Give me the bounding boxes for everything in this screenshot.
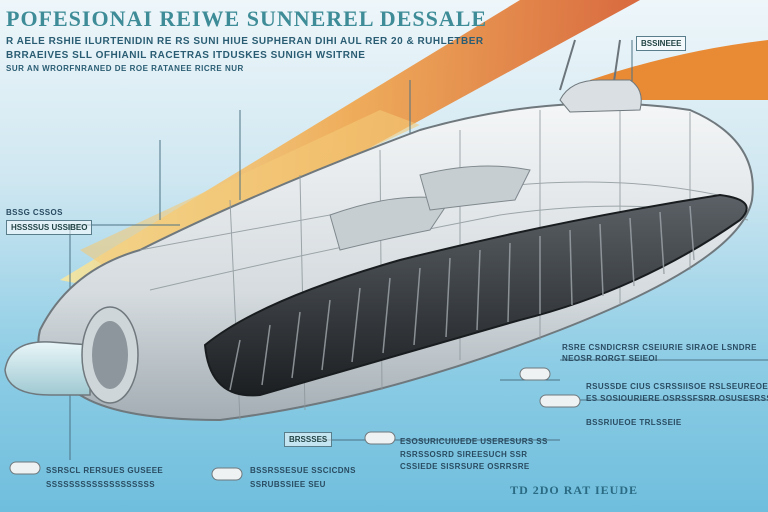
callout-bottom-left-1: SSRSCL RERSUES GUSEEE (46, 466, 164, 475)
scale-panel-2 (419, 165, 531, 211)
subtitle-line-2: BRRAEIVES SLL OFHIANIL RACETRAS ITDUSKES… (6, 50, 366, 61)
footer-caption: TD 2DO RAT IEUDE (510, 483, 638, 497)
hull-belly-cutaway (203, 193, 748, 397)
callout-right-1: RSRE CSNDICRSR CSEIURIE SIRAOE LSNDRE (562, 343, 757, 352)
diagram-title: POFESIONAI REIWE SUNNEREL DESSALE (6, 6, 488, 31)
callout-right-2: NEOSR RORGT SEIEOI (562, 354, 658, 363)
flame-streak-lower (80, 110, 420, 270)
callout-center-box: BRSSSES (284, 432, 333, 447)
callout-bottom-mid-2: SSRUBSSIEE SEU (250, 480, 326, 489)
callout-center-3: CSSIEDE SISRSURE OSRRSRE (400, 462, 530, 471)
subtitle-line-3: SUR AN WRORFNRANED DE ROE RATANEE RICRE … (6, 64, 244, 73)
conning-tower (559, 79, 642, 113)
callout-center-2: RSRSSOSRD SIREESUCH SSR (400, 450, 528, 459)
pod-2 (211, 467, 243, 481)
pod-3 (364, 431, 396, 445)
pod-1 (9, 461, 41, 475)
subtitle-line-1: R AELE RSHIE ILURTENIDIN RE RS SUNI HIUE… (6, 36, 484, 47)
forward-ring-inner (92, 321, 128, 389)
callout-bottom-mid-1: BSSRSSESUE SSCICDNS (250, 466, 356, 475)
nose-cone (4, 341, 91, 396)
callout-center-1: ESOSURICUIUEDE USERESURS SS (400, 437, 548, 446)
callout-left-line-1: BSSG CSSOS (6, 208, 63, 217)
callout-right-4: ES SOSIOURIERE OSRSSFSRR OSUSESRSS OS (586, 394, 768, 403)
callout-left-box: HSSSSUS USSIBEO (6, 220, 93, 235)
pod-4 (539, 394, 581, 408)
callout-bottom-left-2: SSSSSSSSSSSSSSSSSSS (46, 480, 155, 489)
pod-5 (519, 367, 551, 381)
callout-right-5: BSSRIUEOE TRLSSEIE (586, 418, 682, 427)
callout-top-right: BSSINEEE (636, 36, 687, 51)
callout-right-3: RSUSSDE CIUS CSRSSIISOE RSLSEUREOE (586, 382, 768, 391)
